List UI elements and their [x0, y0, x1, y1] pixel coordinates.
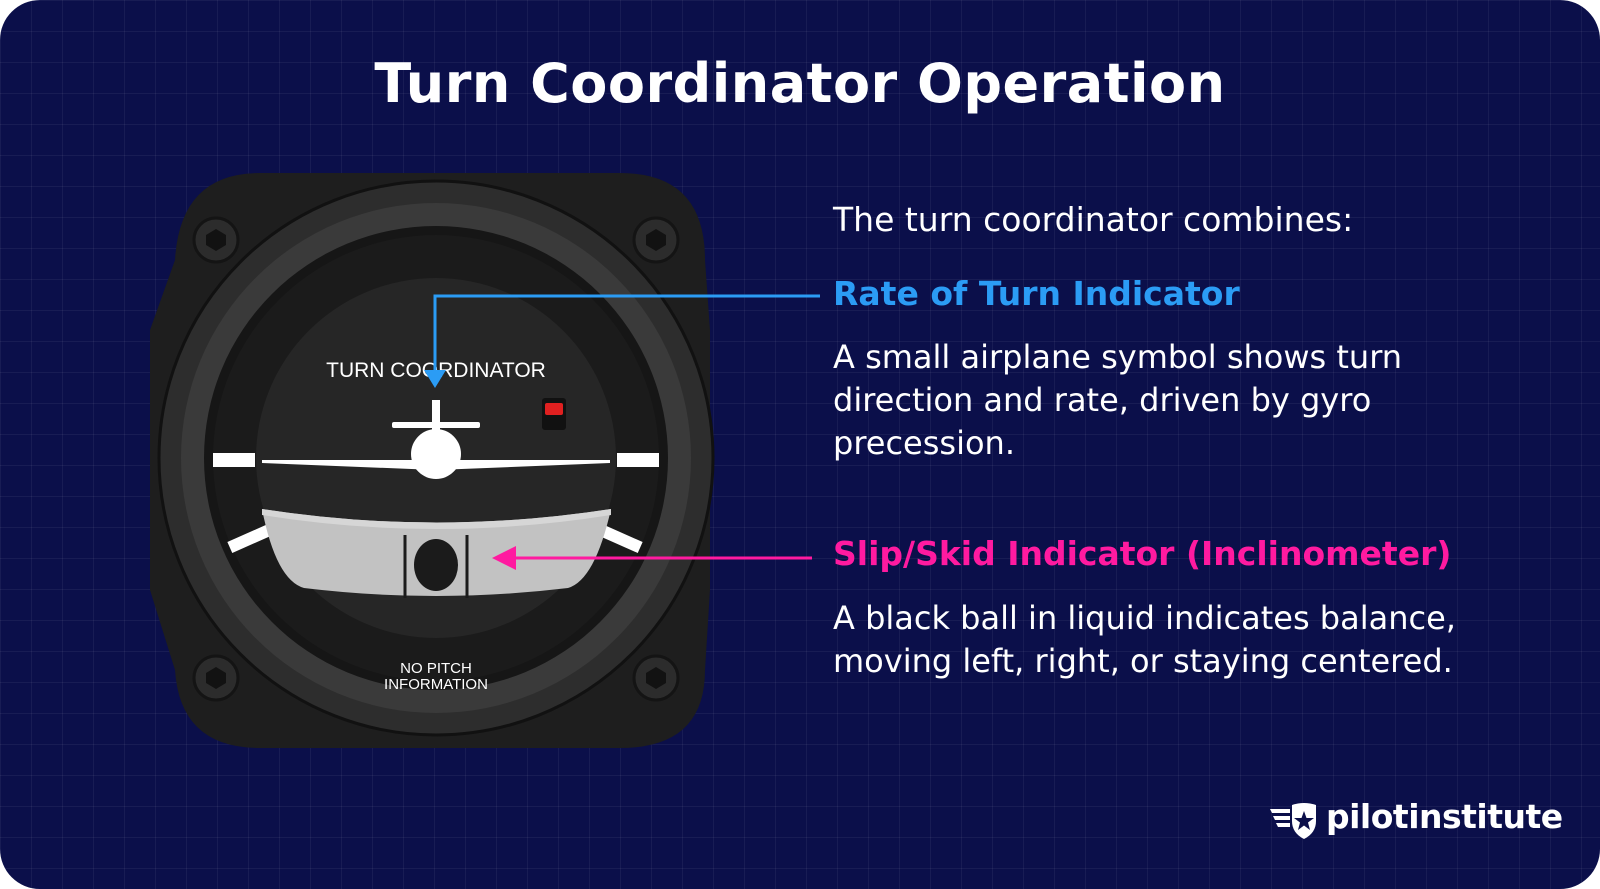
screw-head — [206, 229, 226, 251]
left-standard-rate-mark — [227, 524, 271, 554]
left-level-mark — [213, 453, 255, 467]
page-title: Turn Coordinator Operation — [374, 52, 1226, 115]
right-standard-rate-mark — [599, 524, 643, 554]
rate-callout-line — [433, 294, 820, 370]
slip-skid-heading: Slip/Skid Indicator (Inclinometer) — [833, 534, 1452, 573]
airplane-symbol — [262, 400, 610, 479]
no-pitch-label-line2: INFORMATION — [384, 676, 488, 693]
slip-skid-description: A black ball in liquid indicates balance… — [833, 599, 1456, 680]
intro-text: The turn coordinator combines: — [833, 200, 1354, 239]
inclinometer-ball — [414, 539, 458, 591]
rate-of-turn-description: A small airplane symbol shows turn direc… — [833, 338, 1403, 462]
screw-head — [646, 229, 666, 251]
slip-callout-arrowhead — [492, 546, 516, 570]
right-level-mark — [617, 453, 659, 467]
brand-logo: pilotinstitute — [1268, 795, 1563, 845]
power-indicator-light — [545, 403, 563, 415]
rate-callout-arrowhead — [424, 370, 446, 388]
airplane-tail-fin — [432, 400, 440, 430]
inclinometer-top-edge — [262, 509, 611, 529]
screw-head — [206, 667, 226, 689]
airplane-fuselage — [411, 429, 461, 479]
mounting-screws — [192, 216, 680, 702]
airplane-stabilizer — [392, 422, 480, 428]
wings-shield-icon — [1270, 803, 1316, 839]
no-pitch-label: NO PITCH — [400, 660, 472, 677]
rate-of-turn-heading: Rate of Turn Indicator — [833, 274, 1240, 313]
brand-name: pilotinstitute — [1326, 797, 1563, 836]
screw-head — [646, 667, 666, 689]
